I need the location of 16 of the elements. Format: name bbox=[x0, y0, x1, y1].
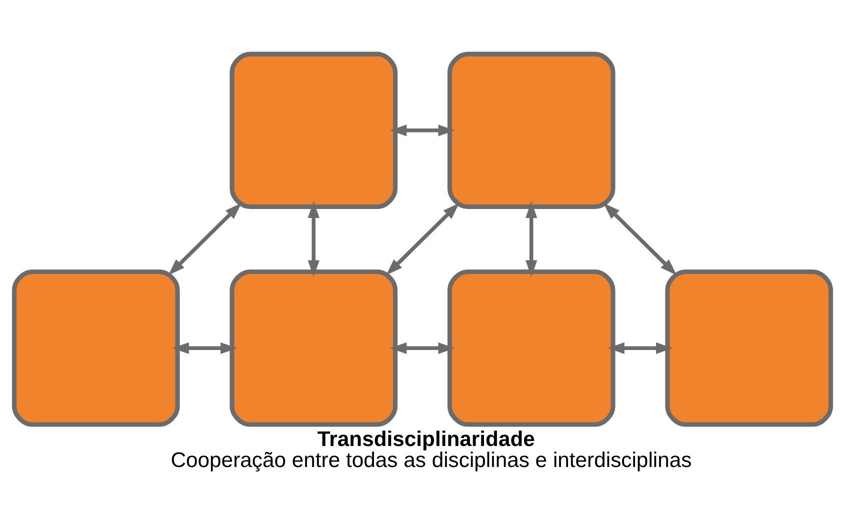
arrow bbox=[172, 342, 238, 354]
node-box bbox=[230, 51, 398, 209]
arrow bbox=[390, 342, 455, 354]
arrow bbox=[608, 342, 673, 354]
node-box bbox=[447, 51, 616, 209]
node-box bbox=[665, 269, 834, 426]
node-box bbox=[12, 269, 180, 426]
arrow bbox=[168, 202, 242, 275]
diagram-title: Transdisciplinaridade bbox=[317, 427, 535, 450]
arrow bbox=[386, 202, 460, 275]
arrow bbox=[603, 202, 677, 275]
arrow bbox=[526, 200, 538, 276]
node-box bbox=[447, 269, 616, 426]
node-box bbox=[230, 269, 398, 426]
arrow bbox=[390, 124, 455, 136]
arrow bbox=[308, 200, 320, 276]
